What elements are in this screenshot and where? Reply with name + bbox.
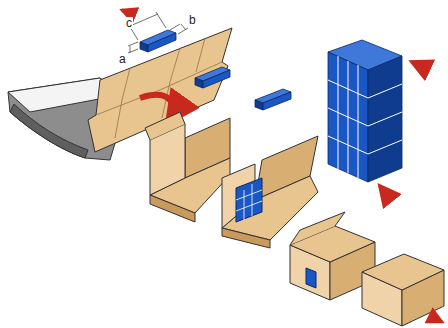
feed-arrow xyxy=(380,186,388,196)
dimension-label: b xyxy=(188,14,197,26)
product-stack xyxy=(328,40,402,182)
feed-arrow xyxy=(122,10,132,14)
dimension-label: c xyxy=(125,17,133,29)
product-bar xyxy=(195,67,230,88)
dimension-lines xyxy=(128,12,188,53)
dimension-label: a xyxy=(118,53,127,65)
exit-arrow xyxy=(430,316,442,322)
product-bar xyxy=(255,89,291,110)
product-bar xyxy=(140,30,176,52)
closed-box xyxy=(362,254,444,326)
feed-arrow xyxy=(412,62,425,68)
folding-box xyxy=(145,112,230,222)
